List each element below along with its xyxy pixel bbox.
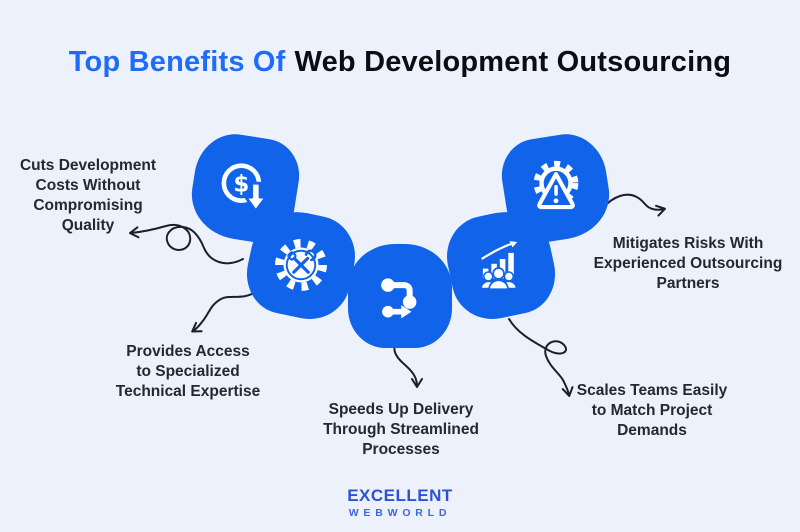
title-rest: Web Development Outsourcing [294, 46, 732, 78]
label-line: Demands [617, 422, 687, 439]
label-line: Quality [61, 217, 115, 234]
benefit-tile-cost-reduction: $ [185, 128, 305, 248]
label-line: Compromising [33, 197, 143, 214]
process-flow-icon [371, 267, 429, 325]
title-highlight: Top Benefits Of [68, 46, 286, 78]
brand-logo: EXCELLENT WEBWORLD [0, 486, 800, 519]
label-line: Mitigates Risks With [612, 235, 764, 252]
label-line: Through Streamlined [323, 421, 479, 438]
benefit-label-specialized-expertise: Provides Access to Specialized Technical… [108, 342, 268, 402]
dollar-discount-icon: $ [216, 159, 274, 217]
label-line: Processes [362, 441, 440, 458]
label-line: Speeds Up Delivery [328, 401, 474, 418]
benefit-label-faster-delivery: Speeds Up Delivery Through Streamlined P… [316, 400, 486, 460]
benefit-tile-team-scalability [439, 203, 563, 327]
arrow-to-expertise-label [191, 290, 258, 333]
label-line: Costs Without [35, 177, 141, 194]
label-line: Technical Expertise [115, 383, 261, 400]
label-line: Partners [656, 275, 720, 292]
svg-text:$: $ [233, 172, 249, 198]
label-line: Experienced Outsourcing [593, 255, 783, 272]
label-line: Cuts Development [19, 157, 157, 174]
arrow-to-cost-reduction-label [129, 224, 244, 265]
benefit-tile-specialized-expertise [239, 203, 363, 327]
benefit-label-team-scalability: Scales Teams Easily to Match Project Dem… [572, 381, 732, 441]
arrow-to-scalability-label [508, 318, 574, 397]
logo-secondary-text: WEBWORLD [348, 507, 452, 519]
benefit-label-risk-mitigation: Mitigates Risks With Experienced Outsour… [590, 234, 786, 294]
benefit-tile-faster-delivery [348, 244, 452, 348]
risk-warning-gear-icon [527, 159, 585, 217]
label-line: Provides Access [126, 343, 250, 360]
benefit-label-cost-reduction: Cuts Development Costs Without Compromis… [8, 156, 168, 236]
gear-tools-icon [272, 236, 330, 294]
label-line: Scales Teams Easily [576, 382, 728, 399]
logo-primary-text: EXCELLENT [347, 486, 453, 505]
label-line: to Match Project [591, 402, 713, 419]
label-line: to Specialized [136, 363, 240, 380]
benefit-tile-risk-mitigation [496, 128, 616, 248]
team-growth-icon [472, 236, 530, 294]
